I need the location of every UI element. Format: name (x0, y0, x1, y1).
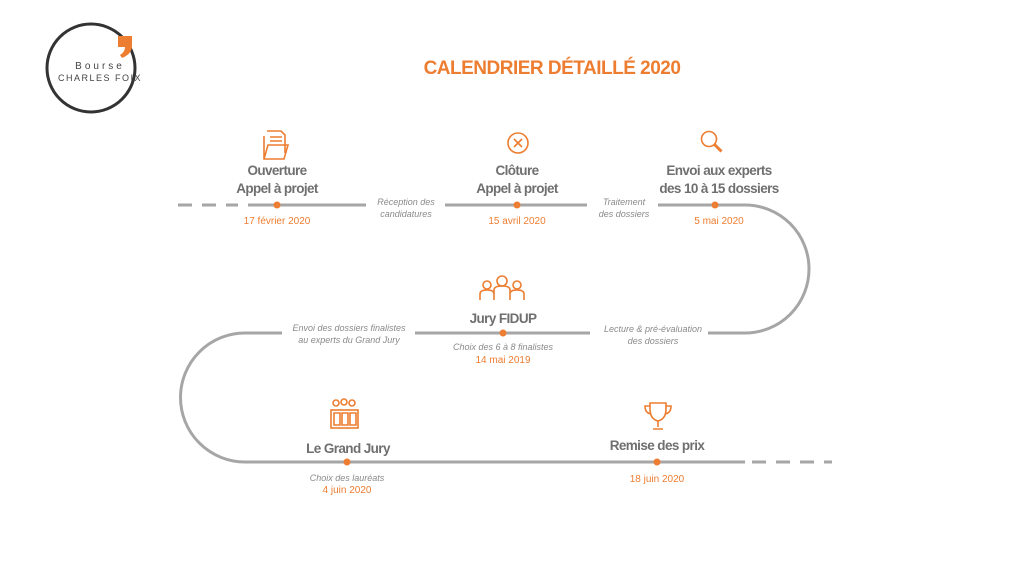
folder-icon (263, 130, 290, 160)
logo-text: CHARLES FOIX (57, 73, 142, 83)
milestone-date: 18 juin 2020 (629, 474, 685, 485)
milestone-subtitle: Appel à projet (236, 181, 318, 196)
milestone-date: 5 mai 2020 (694, 216, 744, 227)
milestone-date: 4 juin 2020 (322, 485, 372, 496)
phase-line: des dossiers (627, 336, 679, 346)
milestone-note: Choix des lauréats (309, 473, 385, 483)
close-circle-icon (507, 132, 529, 154)
milestone-note: Choix des 6 à 8 finalistes (452, 342, 554, 352)
page-title: CALENDRIER DÉTAILLÉ 2020 (423, 58, 681, 79)
milestone-dot (513, 201, 521, 209)
phase-label: Envoi des dossiers finalistes au experts … (292, 322, 405, 346)
milestone-dot (653, 458, 661, 466)
logo-quote-mark (118, 36, 132, 58)
milestone-title: Clôture (495, 163, 539, 178)
people-icon (479, 275, 525, 300)
milestone-title: Envoi aux experts (666, 163, 772, 178)
segment-3 (658, 203, 811, 335)
milestone-title: Ouverture (247, 163, 307, 178)
trophy-icon (644, 402, 672, 430)
segment-5 (179, 331, 745, 464)
logo-text: Bourse (75, 61, 125, 72)
milestone-subtitle: des 10 à 15 dossiers (659, 181, 779, 196)
milestone-dot (711, 201, 719, 209)
milestone-date: 17 février 2020 (243, 216, 311, 227)
phase-label: Lecture & pré-évaluation des dossiers (604, 323, 702, 347)
logo-circle (45, 22, 137, 114)
milestone-title: Jury FIDUP (469, 311, 537, 326)
milestone-title: Remise des prix (609, 438, 705, 453)
milestone-dot (499, 329, 507, 337)
phase-line: des dossiers (598, 209, 650, 219)
phase-label: Réception des candidatures (377, 196, 435, 220)
search-icon (700, 130, 723, 153)
milestone-title: Le Grand Jury (306, 441, 390, 456)
milestone-date: 14 mai 2019 (475, 355, 531, 366)
phase-line: candidatures (380, 209, 432, 219)
phase-line: Lecture & pré-évaluation (603, 324, 703, 334)
jury-bench-icon (330, 398, 359, 429)
phase-line: au experts du Grand Jury (298, 335, 400, 345)
milestone-subtitle: Appel à projet (476, 181, 558, 196)
milestone-date: 15 avril 2020 (488, 216, 546, 227)
phase-label: Traitement des dossiers (599, 196, 650, 220)
milestone-dot (273, 201, 281, 209)
phase-line: Traitement (602, 197, 646, 207)
phase-line: Réception des (377, 197, 435, 207)
milestone-label: Envoi aux experts des 10 à 15 dossiers (659, 162, 779, 198)
milestone-dot (343, 458, 351, 466)
phase-line: Envoi des dossiers finalistes (292, 323, 406, 333)
